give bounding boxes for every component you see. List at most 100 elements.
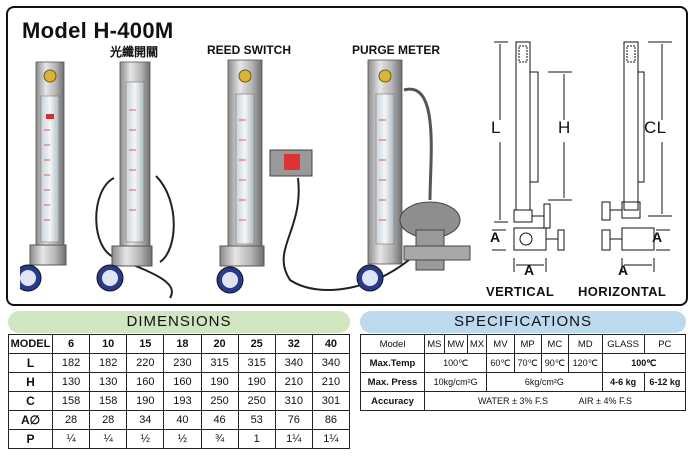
- dimensions-cell: 250: [237, 391, 276, 411]
- spec-header-row: Model MS MW MX MV MP MC MD GLASS PC: [360, 334, 687, 354]
- spec-cell: 10kg/cm²G: [423, 372, 488, 392]
- spec-cell: 90℃: [540, 353, 569, 373]
- dimensions-cell: ¾: [200, 429, 239, 449]
- horizontal-label: HORIZONTAL: [578, 284, 667, 299]
- reed-switch-label: REED SWITCH: [207, 43, 291, 57]
- dimensions-cell: 1: [237, 429, 276, 449]
- spec-row-max-press: Max. Press 10kg/cm²G 6kg/cm²G 4-6 kg 6-1…: [360, 372, 687, 392]
- dimension-diagram: [492, 41, 672, 272]
- dimensions-row-label: C: [8, 391, 53, 411]
- spec-row-max-temp: Max.Temp 100℃ 60℃ 70℃ 90℃ 120℃ 100℃: [360, 353, 687, 373]
- dimensions-cell: 182: [51, 353, 91, 373]
- flowmeter-photos: [20, 59, 471, 299]
- spec-header-cell: MC: [540, 334, 569, 354]
- dimensions-cell: ¼: [89, 429, 128, 449]
- spec-row-label: Max. Press: [360, 372, 425, 392]
- dimensions-header-cell: 6: [51, 334, 91, 354]
- dimensions-cell: 340: [274, 353, 313, 373]
- dimensions-cell: 310: [274, 391, 313, 411]
- dim-A-vertical-bottom: A: [524, 262, 535, 278]
- dim-A-horizontal-side: A: [652, 229, 663, 245]
- dimensions-header-cell: 40: [311, 334, 351, 354]
- dimensions-cell: 340: [311, 353, 351, 373]
- spec-row-accuracy: Accuracy WATER ± 3% F.S AIR ± 4% F.S: [360, 391, 686, 411]
- flowmeter-reed-switch: [216, 59, 421, 294]
- spec-cell: 100℃: [601, 353, 687, 373]
- dimensions-cell: ½: [163, 429, 202, 449]
- dimensions-header-cell: MODEL: [8, 334, 53, 354]
- spec-header-cell: Model: [360, 334, 425, 354]
- spec-row-label: Accuracy: [360, 391, 425, 411]
- dimensions-header-cell: 15: [126, 334, 165, 354]
- dimensions-cell: 220: [126, 353, 165, 373]
- dimensions-cell: 28: [51, 410, 91, 430]
- dimensions-cell: 250: [200, 391, 239, 411]
- dimensions-row-label: L: [8, 353, 53, 373]
- dimensions-cell: 1¼: [311, 429, 351, 449]
- dimensions-header-cell: 25: [237, 334, 276, 354]
- spec-header-cell: MD: [567, 334, 603, 354]
- dimensions-cell: 86: [311, 410, 351, 430]
- dimensions-cell: 1¼: [274, 429, 313, 449]
- spec-cell: 120℃: [567, 353, 603, 373]
- dimensions-cell: 40: [163, 410, 202, 430]
- spec-cell: WATER ± 3% F.S AIR ± 4% F.S: [424, 391, 686, 411]
- model-title: Model H-400M: [22, 18, 174, 43]
- dimensions-cell: 46: [200, 410, 239, 430]
- dimensions-cell: 182: [89, 353, 128, 373]
- dim-H-label: H: [558, 118, 571, 137]
- spec-header-cell: PC: [643, 334, 687, 354]
- dimensions-cell: 190: [200, 372, 239, 392]
- spec-header-cell: MW: [443, 334, 468, 354]
- spec-header-cell: MS: [424, 334, 445, 354]
- spec-header-cell: MX: [466, 334, 488, 354]
- spec-cell: 70℃: [513, 353, 542, 373]
- dimensions-cell: 130: [51, 372, 91, 392]
- dimensions-cell: 28: [89, 410, 128, 430]
- dimensions-cell: 301: [311, 391, 351, 411]
- specifications-heading: SPECIFICATIONS: [360, 311, 686, 333]
- spec-cell: 6kg/cm²G: [486, 372, 603, 392]
- accuracy-water: WATER ± 3% F.S: [478, 396, 548, 406]
- spec-header-cell: MP: [513, 334, 542, 354]
- flowmeter-purge-meter: [356, 59, 471, 292]
- spec-cell: 6-12 kg: [643, 372, 687, 392]
- spec-cell: 4-6 kg: [601, 372, 645, 392]
- dimensions-cell: 160: [163, 372, 202, 392]
- dimensions-cell: 158: [89, 391, 128, 411]
- dimensions-header-cell: 18: [163, 334, 202, 354]
- dim-A-vertical-side: A: [490, 229, 501, 245]
- spec-header-cell: GLASS: [601, 334, 645, 354]
- vertical-label: VERTICAL: [486, 284, 555, 299]
- dimensions-cell: 193: [163, 391, 202, 411]
- spec-cell: 100℃: [423, 353, 488, 373]
- dimensions-cell: 76: [274, 410, 313, 430]
- dim-A-horizontal-bottom: A: [618, 262, 629, 278]
- dimensions-cell: 190: [126, 391, 165, 411]
- dimensions-cell: 160: [126, 372, 165, 392]
- dimensions-cell: ½: [126, 429, 165, 449]
- dimensions-cell: ¼: [51, 429, 91, 449]
- dimensions-row-label: H: [8, 372, 53, 392]
- dimensions-cell: 315: [237, 353, 276, 373]
- dimensions-cell: 230: [163, 353, 202, 373]
- dimensions-cell: 158: [51, 391, 91, 411]
- spec-row-label: Max.Temp: [360, 353, 425, 373]
- dimensions-cell: 130: [89, 372, 128, 392]
- dimensions-cell: 210: [311, 372, 351, 392]
- dimensions-cell: 210: [274, 372, 313, 392]
- dimensions-row-label: P: [8, 429, 53, 449]
- dimensions-row-label: A∅: [8, 410, 53, 430]
- specifications-table: Model MS MW MX MV MP MC MD GLASS PC Max.…: [360, 334, 687, 411]
- dimensions-cell: 190: [237, 372, 276, 392]
- flowmeter-fiber-switch: [95, 61, 175, 299]
- dimensions-header-cell: 10: [89, 334, 128, 354]
- spec-cell: 60℃: [486, 353, 515, 373]
